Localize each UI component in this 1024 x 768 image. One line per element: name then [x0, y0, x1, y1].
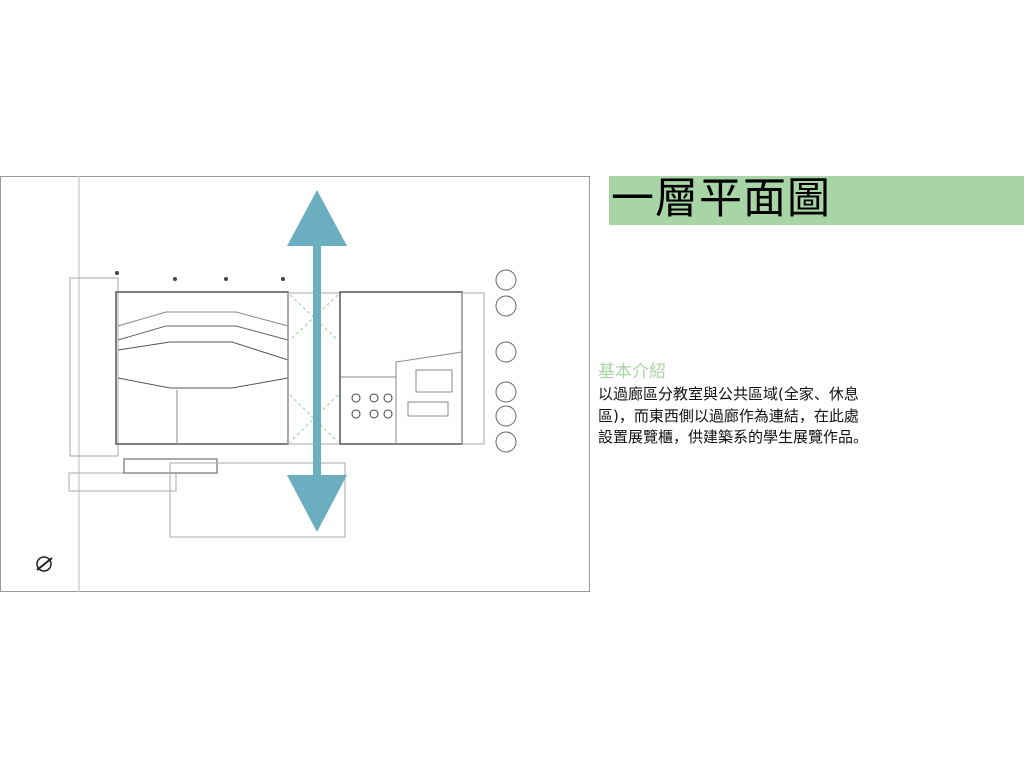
west-classroom-block — [115, 291, 289, 445]
title-band — [609, 176, 1024, 225]
description: 以過廊區分教室與公共區域(全家、休息 區)，而東西側以過廊作為連結，在此處 設置… — [598, 384, 868, 449]
description-line: 設置展覽櫃，供建築系的學生展覽作品。 — [598, 428, 869, 446]
plan-frame — [0, 176, 590, 592]
section-subtitle: 基本介紹 — [598, 362, 666, 382]
description-line: 區)，而東西側以過廊作為連結，在此處 — [598, 406, 859, 425]
description-line: 以過廊區分教室與公共區域(全家、休息 — [598, 385, 859, 403]
slide-title: 一層平面圖 — [611, 174, 831, 224]
circulation-arrow-icon — [287, 190, 347, 532]
north-compass-icon — [36, 556, 53, 572]
east-public-block — [339, 291, 463, 445]
